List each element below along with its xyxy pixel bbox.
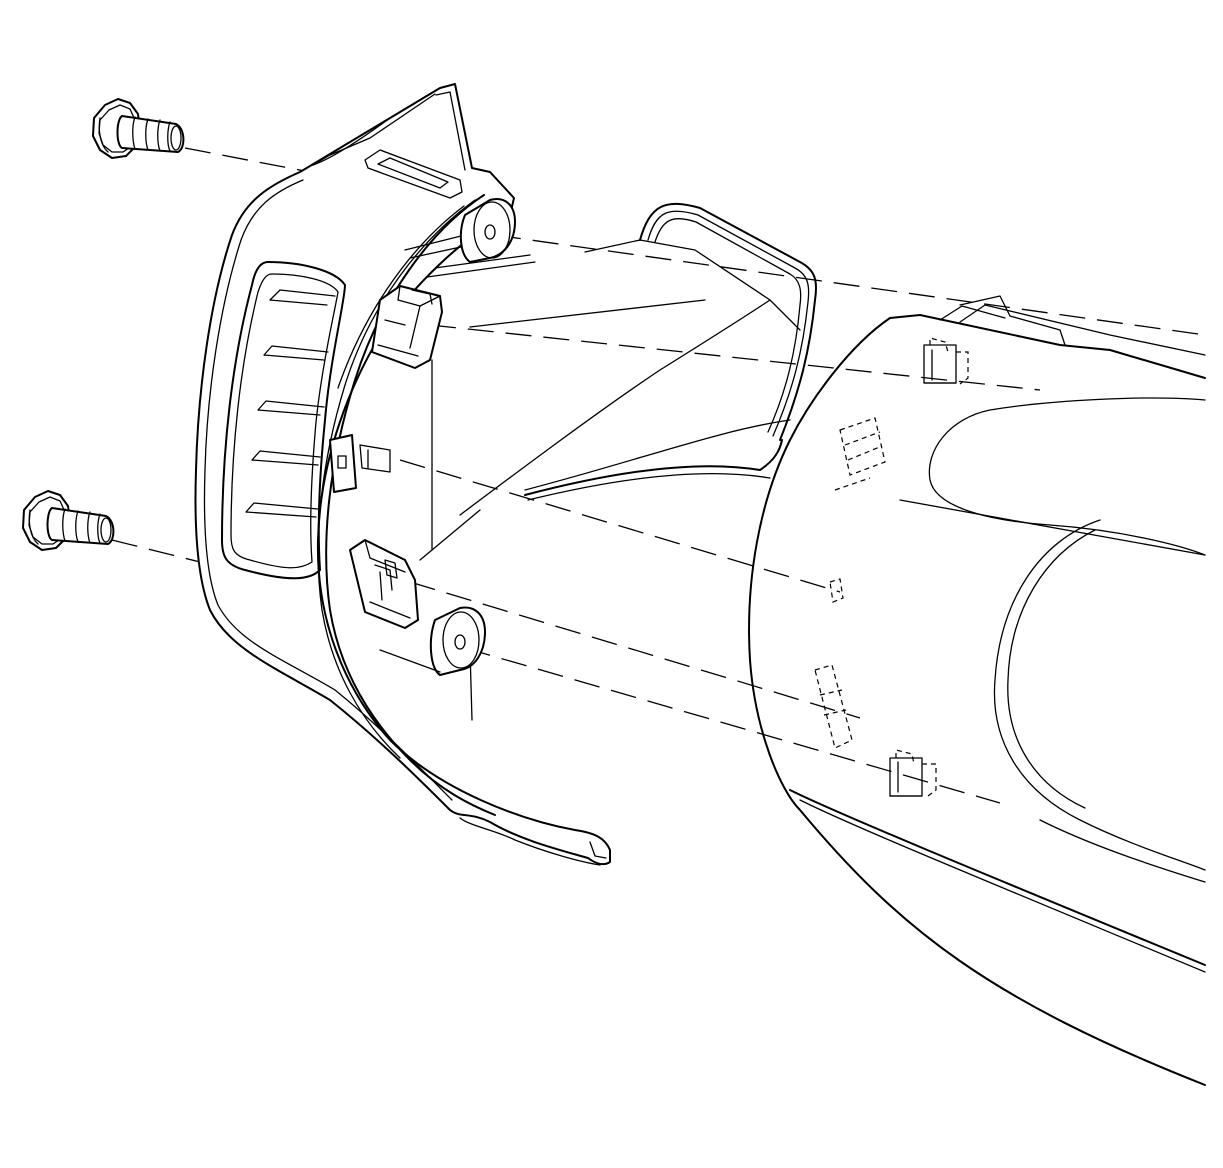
panel-clip-lower	[889, 749, 937, 797]
instrument-panel	[748, 295, 1206, 1086]
alignment-lines	[111, 147, 1206, 804]
lower-bolt	[22, 490, 115, 551]
vent-opening	[221, 261, 346, 580]
panel-slots-hidden	[814, 417, 886, 749]
center-tab	[329, 434, 391, 493]
steering-column-cover	[194, 83, 611, 866]
lower-retaining-clip	[349, 539, 419, 629]
lower-screw-boss	[379, 606, 486, 676]
panel-clip-upper	[923, 337, 969, 385]
upper-retaining-clip	[371, 285, 443, 369]
vent-louvers	[245, 289, 336, 518]
upper-bolt	[92, 98, 185, 159]
column-shroud-inner	[419, 202, 818, 561]
upper-screw-boss	[459, 198, 516, 263]
